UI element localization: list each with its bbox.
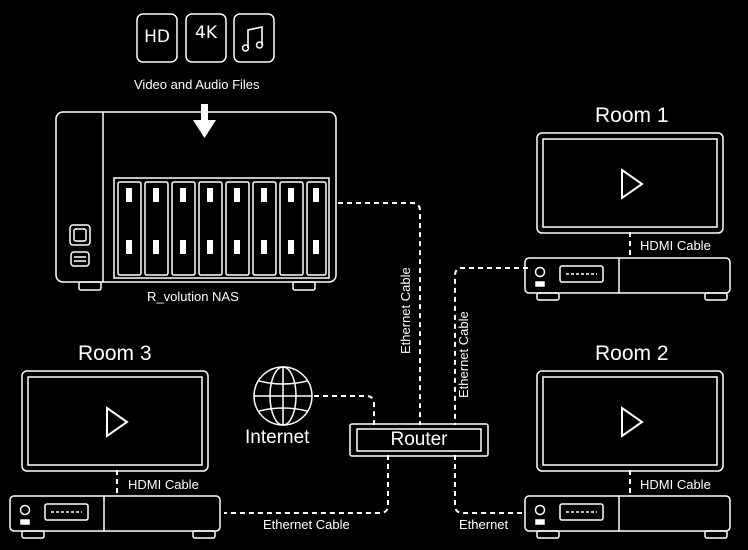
router-device [349, 423, 489, 457]
ethernet-label-room2: Ethernet [459, 517, 509, 532]
hdmi-label-room1: HDMI Cable [640, 238, 711, 253]
4k-icon-frame [185, 13, 227, 63]
4k-icon: 4K [195, 23, 217, 43]
internet-label: Internet [245, 427, 310, 448]
hdmi-label-room3: HDMI Cable [128, 477, 199, 492]
hd-icon-frame [136, 13, 178, 63]
music-icon-frame [233, 13, 275, 63]
nas-label: R_volution NAS [147, 289, 239, 304]
nas-drive-bays [117, 181, 327, 276]
router-label: Router [390, 429, 448, 450]
room3-title: Room 3 [78, 342, 152, 365]
hd-icon: HD [144, 27, 170, 47]
globe-icon [253, 366, 313, 426]
nas-usb-port [70, 251, 90, 267]
music-note-icon [247, 26, 263, 48]
ethernet-label-room1: Ethernet Cable [456, 311, 471, 398]
hdmi-label-room2: HDMI Cable [640, 477, 711, 492]
player-room3 [9, 495, 221, 539]
internet-cable [314, 395, 375, 425]
play-icon [106, 406, 129, 438]
play-icon [621, 168, 644, 200]
ethernet-cable-room1-router [454, 267, 528, 425]
ethernet-label-room3: Ethernet Cable [263, 517, 350, 532]
tv-room2 [536, 370, 724, 472]
player-room1 [524, 257, 731, 301]
nas-power-button [69, 224, 91, 246]
play-icon [621, 406, 644, 438]
nas-device [55, 111, 337, 291]
media-icons [136, 13, 275, 63]
ethernet-cable-router-room3 [224, 455, 389, 514]
room1-title: Room 1 [595, 104, 669, 127]
down-arrow-icon [193, 104, 216, 138]
player-room2 [524, 495, 731, 539]
ethernet-label-nas: Ethernet Cable [398, 267, 413, 354]
room2-title: Room 2 [595, 342, 669, 365]
tv-room3 [21, 370, 209, 472]
tv-room1 [536, 132, 724, 234]
ethernet-cable-nas-router [338, 202, 421, 425]
files-label: Video and Audio Files [134, 77, 260, 92]
ethernet-cable-router-room2 [454, 455, 522, 514]
